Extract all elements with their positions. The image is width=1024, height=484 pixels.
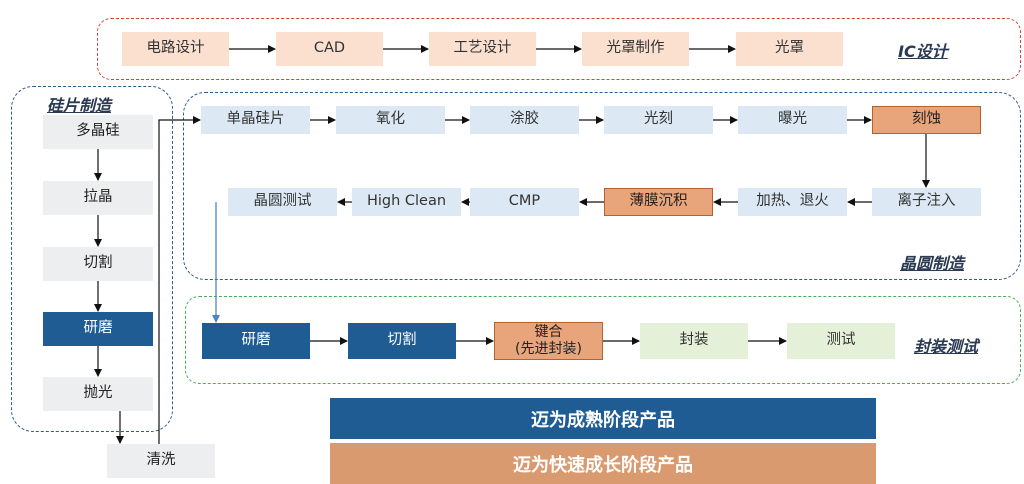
step-slicing: 切割	[43, 247, 153, 281]
bonding-label: 键合	[534, 323, 563, 340]
step-etching: 刻蚀	[872, 106, 981, 134]
step-coating: 涂胶	[470, 106, 579, 134]
step-circuit-design: 电路设计	[122, 32, 229, 66]
arrow-clean-to-wafer	[158, 116, 201, 444]
step-pack-dicing: 切割	[348, 323, 456, 359]
silicon-wafer-label: 硅片制造	[47, 96, 112, 115]
step-process-design: 工艺设计	[429, 32, 536, 66]
step-high-clean: High Clean	[352, 188, 461, 216]
step-thin-film-deposition: 薄膜沉积	[604, 188, 713, 216]
step-ion-implant: 离子注入	[872, 188, 981, 216]
packaging-test-group	[185, 296, 1021, 384]
step-cad: CAD	[276, 32, 383, 66]
step-wafer-test: 晶圆测试	[228, 188, 337, 216]
wafer-fab-label: 晶圆制造	[900, 254, 965, 273]
packaging-test-label: 封装测试	[914, 337, 979, 356]
ic-design-label: IC设计	[898, 42, 948, 61]
step-photomask: 光罩	[736, 32, 843, 66]
step-crystal-pulling: 拉晶	[43, 181, 153, 215]
step-bonding: 键合 (先进封装)	[494, 322, 603, 360]
step-package: 封装	[640, 323, 748, 359]
step-mask-making: 光罩制作	[582, 32, 689, 66]
step-polysilicon: 多晶硅	[43, 115, 153, 149]
step-grinding: 研磨	[43, 312, 153, 346]
silicon-wafer-group	[11, 86, 173, 432]
step-single-crystal-wafer: 单晶硅片	[201, 106, 310, 134]
step-exposure: 曝光	[738, 106, 847, 134]
wafer-fab-group	[183, 92, 1021, 280]
step-polishing: 抛光	[43, 377, 153, 411]
step-cleaning: 清洗	[107, 444, 215, 478]
legend-mature-products: 迈为成熟阶段产品	[330, 398, 876, 439]
step-cmp: CMP	[470, 188, 579, 216]
step-annealing: 加热、退火	[738, 188, 847, 216]
legend-growth-products: 迈为快速成长阶段产品	[330, 443, 876, 484]
step-pack-grinding: 研磨	[202, 323, 310, 359]
step-lithography: 光刻	[604, 106, 713, 134]
step-final-test: 测试	[787, 323, 895, 359]
bonding-note: (先进封装)	[515, 341, 582, 357]
ic-design-group	[97, 18, 1021, 80]
step-oxidation: 氧化	[336, 106, 445, 134]
